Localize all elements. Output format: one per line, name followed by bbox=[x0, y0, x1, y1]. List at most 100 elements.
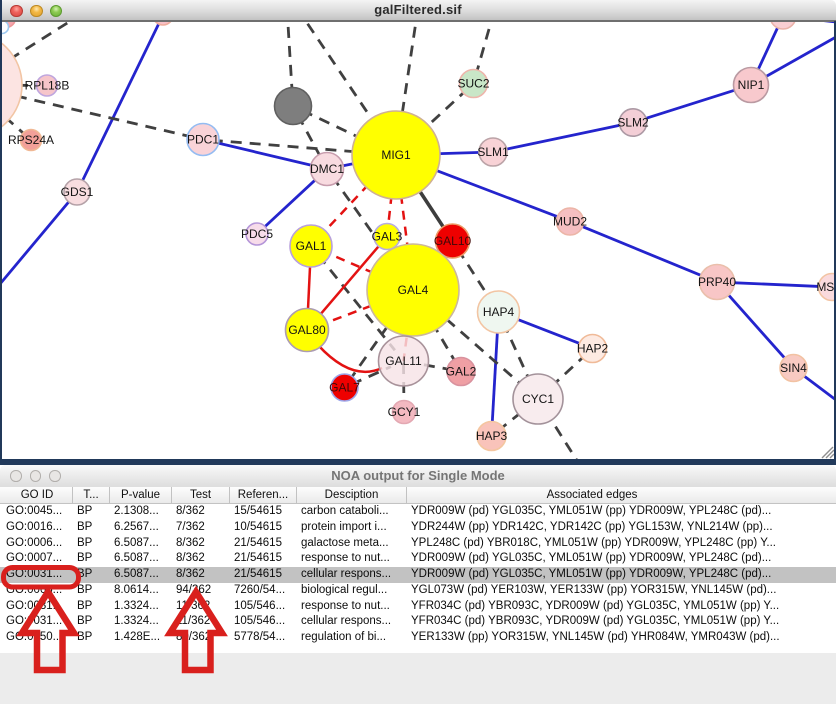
edge-PDC1-MIG1[interactable] bbox=[211, 138, 372, 155]
edge-GAL3-GAL80[interactable] bbox=[313, 241, 384, 322]
node-SLM1[interactable]: SLM1 bbox=[477, 137, 509, 167]
edge-GAL7-GAL4[interactable] bbox=[347, 309, 400, 383]
edge-SLM1-SLM2[interactable] bbox=[500, 122, 626, 152]
node-GAL7[interactable]: GAL7 bbox=[329, 373, 360, 402]
column-header-t-[interactable]: T... bbox=[73, 487, 110, 503]
edge-GAL80-GAL4[interactable] bbox=[317, 297, 390, 327]
node-PDC1[interactable]: PDC1 bbox=[186, 122, 220, 157]
node-MSL1[interactable]: MSL1 bbox=[816, 272, 836, 302]
node-DMC1[interactable]: DMC1 bbox=[309, 151, 344, 187]
node-GAL4[interactable]: GAL4 bbox=[366, 243, 460, 337]
dialog-close-button[interactable] bbox=[10, 470, 22, 482]
node-tl_blue[interactable] bbox=[0, 21, 10, 35]
resize-handle-line[interactable] bbox=[825, 449, 835, 459]
column-header-referen-[interactable]: Referen... bbox=[230, 487, 297, 503]
resize-handle-line[interactable] bbox=[829, 453, 835, 459]
node-SIN4[interactable]: SIN4 bbox=[779, 353, 808, 383]
edge-NIP1-topright[interactable] bbox=[753, 21, 782, 77]
minimize-button[interactable] bbox=[30, 4, 43, 17]
edge-pt-pt[interactable] bbox=[317, 344, 383, 373]
edge-DMC1-PDC5[interactable] bbox=[260, 174, 322, 231]
node-label-GAL2: GAL2 bbox=[446, 365, 477, 379]
node-SLM2[interactable]: SLM2 bbox=[617, 108, 649, 138]
cell-desc: cellular respons... bbox=[301, 568, 392, 580]
node-HAP3[interactable]: HAP3 bbox=[476, 420, 508, 452]
node-graynode[interactable] bbox=[273, 86, 313, 126]
edge-PRP40-MSL1[interactable] bbox=[726, 281, 825, 289]
node-SUC2[interactable]: SUC2 bbox=[457, 68, 490, 99]
edge-SUC2-pt[interactable] bbox=[474, 21, 495, 77]
column-header-test[interactable]: Test bbox=[172, 487, 230, 503]
column-header-go-id[interactable]: GO ID bbox=[2, 487, 73, 503]
edge-pt-MIG1[interactable] bbox=[297, 21, 384, 136]
cell-desc: biological regul... bbox=[301, 583, 388, 596]
dialog-zoom-button[interactable] bbox=[49, 470, 61, 482]
node-GAL11[interactable]: GAL11 bbox=[377, 335, 430, 387]
edge-HAP4-HAP3[interactable] bbox=[490, 323, 500, 429]
node-GAL3[interactable]: GAL3 bbox=[372, 222, 403, 251]
node-GCY1[interactable]: GCY1 bbox=[388, 399, 421, 425]
edge-GAL7-GAL11[interactable] bbox=[350, 365, 392, 386]
node-GAL2[interactable]: GAL2 bbox=[446, 356, 477, 387]
network-canvas[interactable]: RPA1RPL18BRPS24AGDS1PDC1MIG1DMC1PDC5SUC2… bbox=[0, 21, 836, 459]
node-PDC5[interactable]: PDC5 bbox=[241, 222, 273, 246]
node-HAP4[interactable]: HAP4 bbox=[476, 290, 521, 334]
close-button[interactable] bbox=[10, 4, 23, 17]
node-MUD2[interactable]: MUD2 bbox=[553, 207, 587, 236]
edge-GAL10-HAP4[interactable] bbox=[456, 248, 494, 304]
edge-NIP1-pt[interactable] bbox=[758, 35, 836, 82]
column-header-p-value[interactable]: P-value bbox=[110, 487, 172, 503]
cell-ref: 105/546... bbox=[234, 599, 286, 612]
node-HAP2[interactable]: HAP2 bbox=[577, 333, 609, 364]
node-GAL1[interactable]: GAL1 bbox=[289, 224, 333, 268]
node-PRP40[interactable]: PRP40 bbox=[698, 263, 736, 301]
edge-pt-MIG1[interactable] bbox=[398, 21, 418, 132]
cell-test: 8/362 bbox=[176, 505, 205, 517]
node-bigleft[interactable] bbox=[0, 32, 23, 138]
node-GAL10[interactable]: GAL10 bbox=[434, 223, 472, 259]
edge-MIG1-MUD2[interactable] bbox=[418, 162, 564, 221]
cell-go: GO:0045... bbox=[6, 505, 63, 517]
node-GDS1[interactable]: GDS1 bbox=[61, 178, 94, 206]
edge-topnode-GDS1[interactable] bbox=[78, 21, 162, 187]
cell-ref: 21/54615 bbox=[234, 552, 282, 565]
node-NIP1[interactable]: NIP1 bbox=[732, 66, 770, 104]
edge-GAL2-GAL4[interactable] bbox=[424, 311, 459, 366]
dialog-minimize-button[interactable] bbox=[29, 470, 41, 482]
edge-PDC1-DMC1[interactable] bbox=[211, 140, 319, 169]
graph-window-titlebar[interactable]: galFiltered.sif bbox=[0, 0, 836, 22]
edge-pt-graynode[interactable] bbox=[286, 21, 294, 96]
edge-bigleft-PDC1[interactable] bbox=[0, 90, 195, 139]
resize-handle-line[interactable] bbox=[821, 446, 834, 459]
node-RPL18B[interactable]: RPL18B bbox=[25, 74, 70, 97]
node-label-SUC2: SUC2 bbox=[457, 77, 489, 91]
dialog-titlebar[interactable]: NOA output for Single Mode bbox=[0, 465, 836, 488]
edge-MUD2-PRP40[interactable] bbox=[576, 223, 709, 280]
node-label-GCY1: GCY1 bbox=[388, 405, 421, 419]
node-label-RPL18B: RPL18B bbox=[25, 79, 70, 93]
edge-GAL1-GAL4[interactable] bbox=[321, 249, 391, 282]
node-GAL80[interactable]: GAL80 bbox=[284, 307, 330, 353]
edge-PRP40-SIN4[interactable] bbox=[722, 288, 790, 364]
node-MIG1[interactable]: MIG1 bbox=[351, 110, 441, 200]
column-header-associated-edges[interactable]: Associated edges bbox=[546, 489, 638, 501]
column-header-desciption[interactable]: Desciption bbox=[297, 487, 407, 503]
node-topright[interactable] bbox=[770, 21, 796, 30]
zoom-button[interactable] bbox=[49, 4, 62, 17]
edge-SIN4-pt[interactable] bbox=[798, 371, 836, 402]
node-CYC1[interactable]: CYC1 bbox=[512, 373, 564, 425]
edge-SLM2-NIP1[interactable] bbox=[639, 86, 743, 122]
node-label-MUD2: MUD2 bbox=[553, 215, 587, 229]
edge-HAP4-HAP2[interactable] bbox=[508, 314, 586, 348]
node-RPS24A[interactable]: RPS24A bbox=[8, 128, 54, 152]
edge-GDS1-pt[interactable] bbox=[0, 196, 74, 285]
